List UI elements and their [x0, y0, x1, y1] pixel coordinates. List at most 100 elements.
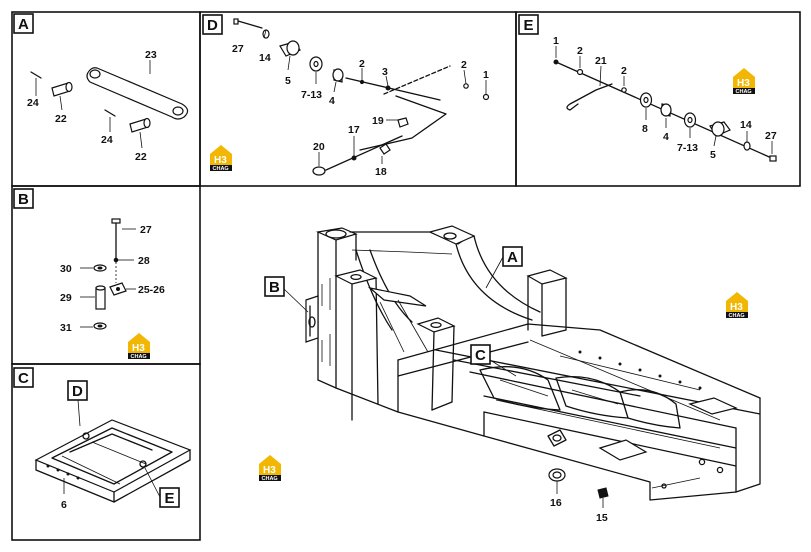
panel-b: B 27 30 28 29 25-26 31: [13, 188, 165, 360]
spacer-part: [95, 285, 106, 310]
bushing-part: [332, 68, 344, 83]
label-d-4: 4: [329, 95, 335, 107]
upper-bracket-part: [334, 269, 429, 421]
label-d-27: 27: [232, 43, 244, 55]
clip-rod-part: [325, 135, 403, 171]
label-e-1: 1: [553, 35, 559, 47]
panel-d-letter: D: [207, 17, 218, 34]
panel-a-letter: A: [18, 16, 29, 33]
panel-e-letter-box: [518, 14, 539, 35]
label-e-4: 4: [663, 131, 669, 143]
svg-text:H3: H3: [263, 465, 276, 476]
panel-e-letter: E: [524, 17, 534, 34]
brand-logo-main-left: H3 CHAG: [259, 455, 281, 482]
rear-pedestal-part: [526, 269, 568, 337]
label-25-26: 25-26: [138, 284, 165, 296]
label-e-14: 14: [740, 119, 752, 131]
label-d-5: 5: [285, 75, 291, 87]
mid-bracket-part: [416, 317, 456, 411]
bolt-part-d: [233, 18, 263, 29]
cap-20-part: [312, 166, 326, 176]
sub-letter-e: E: [165, 490, 175, 507]
cross-members-part: [479, 366, 681, 429]
rear-end-part: [547, 397, 738, 489]
bracket-5-part: [279, 40, 301, 57]
washer-14-part-e: [743, 141, 751, 151]
callout-a-box: [502, 246, 523, 267]
label-d-2-left: 2: [359, 58, 365, 70]
label-24-bottom: 24: [101, 134, 113, 146]
part-16-bushing: [548, 468, 566, 482]
label-6: 6: [61, 499, 67, 511]
label-e-21: 21: [595, 55, 607, 67]
label-d-2-right: 2: [461, 59, 467, 71]
svg-text:H3: H3: [730, 302, 743, 313]
label-d-20: 20: [313, 141, 325, 153]
panel-d-letter-box: [202, 14, 223, 35]
label-e-27: 27: [765, 130, 777, 142]
callout-c: C: [475, 347, 486, 364]
label-d-17: 17: [348, 124, 360, 136]
sub-letter-d: D: [72, 383, 83, 400]
cross-member-part: [34, 419, 192, 503]
label-22-bottom: 22: [135, 151, 147, 163]
panel-d-border: [199, 11, 517, 187]
svg-text:CHAG: CHAG: [736, 89, 752, 95]
label-e-7-13: 7-13: [677, 142, 698, 154]
panel-b-letter-box: [13, 188, 34, 209]
panel-c-border: [11, 363, 201, 541]
callout-b-box: [264, 276, 285, 297]
label-d-3: 3: [382, 66, 388, 78]
panel-a: A 23 24 22 24 22: [13, 13, 189, 163]
pin-part-top: [51, 81, 73, 97]
label-d-14: 14: [259, 52, 271, 64]
bolt-part-e: [769, 155, 777, 162]
panel-b-letter: B: [18, 191, 29, 208]
brand-logo-b: H3 CHAG: [128, 333, 150, 360]
svg-text:CHAG: CHAG: [262, 476, 278, 482]
panel-a-letter-box: [13, 13, 34, 34]
bushing-part-e: [660, 103, 672, 117]
spring-dashed: [383, 65, 451, 95]
svg-text:CHAG: CHAG: [213, 166, 229, 172]
label-27: 27: [140, 224, 152, 236]
nut-19-part: [397, 117, 409, 128]
clip-18-part: [379, 143, 391, 155]
label-22-top: 22: [55, 113, 67, 125]
label-24-top: 24: [27, 97, 39, 109]
callout-c-box: [470, 344, 491, 365]
svg-text:H3: H3: [214, 155, 227, 166]
label-23: 23: [145, 49, 157, 61]
label-30: 30: [60, 263, 72, 275]
svg-text:CHAG: CHAG: [131, 354, 147, 360]
link-arm-part: [86, 67, 189, 120]
panel-c-letter-box: [13, 367, 34, 388]
part-15-nut: [597, 487, 609, 499]
brand-logo-e: H3 CHAG: [733, 68, 755, 95]
panel-b-border: [11, 185, 201, 365]
label-29: 29: [60, 292, 72, 304]
long-rails-part: [397, 323, 761, 501]
label-31: 31: [60, 322, 72, 334]
panel-c-letter: C: [18, 370, 29, 387]
brand-logo-main-right: H3 CHAG: [726, 292, 748, 319]
label-16: 16: [550, 497, 562, 509]
cotter-pin-top: [30, 71, 42, 79]
side-arm-part: [349, 225, 541, 331]
svg-text:H3: H3: [132, 343, 145, 354]
pin-part-bottom: [129, 117, 151, 133]
panel-d: D: [202, 14, 490, 178]
callout-b: B: [269, 279, 280, 296]
label-e-2-right: 2: [621, 65, 627, 77]
label-d-19: 19: [372, 115, 384, 127]
label-e-5: 5: [710, 149, 716, 161]
sub-letter-d-box: [67, 380, 88, 401]
svg-text:H3: H3: [737, 78, 750, 89]
bracket-5-part-e: [709, 121, 731, 137]
label-15: 15: [596, 512, 608, 524]
main-frame-view: A B C 16 15 H3 CHAG H3 CHAG: [259, 225, 761, 524]
label-e-8: 8: [642, 123, 648, 135]
side-plate-part: [305, 295, 319, 343]
panel-a-border: [11, 11, 201, 187]
